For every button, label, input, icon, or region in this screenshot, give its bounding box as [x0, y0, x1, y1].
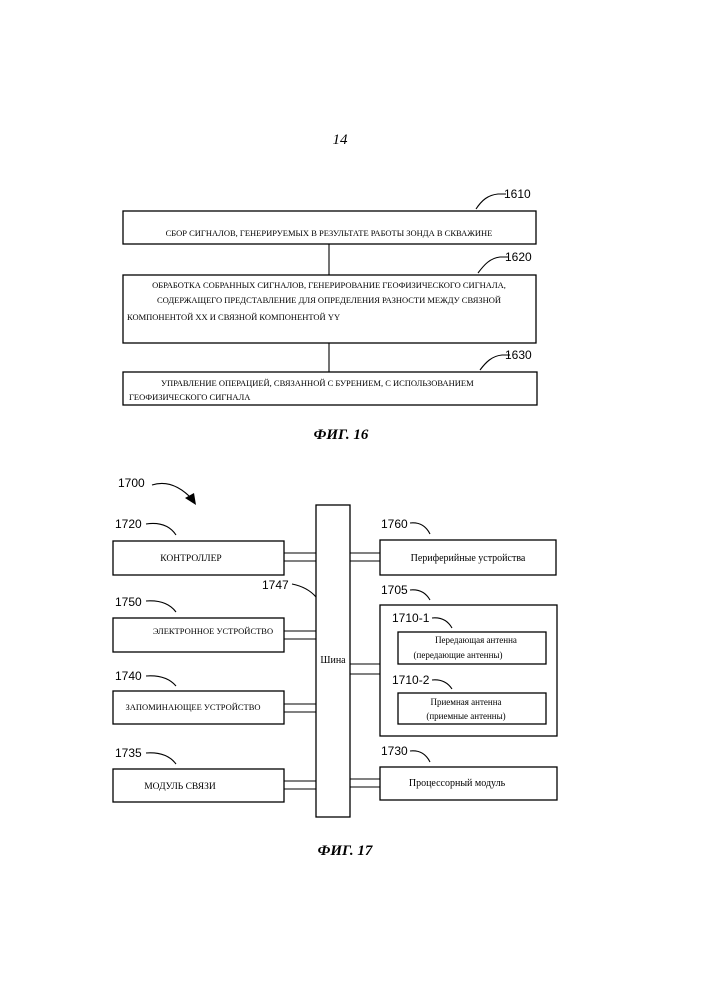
ref-label-1630: 1630	[505, 348, 532, 362]
antenna-receive-line-1: Приемная антенна	[430, 697, 501, 707]
fig16-caption: ФИГ. 16	[314, 427, 369, 443]
block-peripherals-label: Периферийные устройства	[411, 553, 526, 564]
ref-leader-1720	[146, 523, 176, 535]
ref-leader-1705	[410, 590, 430, 600]
ref-label-1620: 1620	[505, 250, 532, 264]
fig17-block-diagram: 1700 Шина 1747 КОНТРОЛЛЕР 1720 ЭЛЕКТРОНН…	[113, 476, 557, 859]
flow-step-1620-line-3: КОМПОНЕНТОЙ XX И СВЯЗНОЙ КОМПОНЕНТОЙ YY	[127, 312, 340, 322]
ref-leader-1620	[478, 257, 508, 273]
bus-label: Шина	[320, 655, 346, 666]
antenna-transmit-line-2: (передающие антенны)	[414, 650, 503, 660]
ref-label-1705: 1705	[381, 583, 408, 597]
fig17-caption: ФИГ. 17	[318, 843, 373, 859]
ref-leader-1610	[476, 194, 506, 209]
page-number: 14	[333, 132, 349, 148]
flow-step-1630-line-2: ГЕОФИЗИЧЕСКОГО СИГНАЛА	[129, 392, 251, 402]
ref-label-1760: 1760	[381, 517, 408, 531]
ref-label-1710-1: 1710-1	[392, 611, 430, 625]
ref-leader-1740	[146, 676, 176, 686]
block-comm-module: МОДУЛЬ СВЯЗИ 1735	[113, 746, 316, 802]
block-comm-module-label: МОДУЛЬ СВЯЗИ	[144, 782, 216, 792]
flow-step-1620-line-1: ОБРАБОТКА СОБРАННЫХ СИГНАЛОВ, ГЕНЕРИРОВА…	[152, 280, 506, 290]
ref-label-1710-2: 1710-2	[392, 673, 430, 687]
ref-label-1720: 1720	[115, 517, 142, 531]
antenna-receive-line-2: (приемные антенны)	[426, 711, 505, 721]
ref-label-1750: 1750	[115, 595, 142, 609]
ref-leader-1760	[410, 523, 430, 534]
ref-label-1730: 1730	[381, 744, 408, 758]
system-arrow-head	[185, 493, 196, 505]
ref-leader-1750	[146, 601, 176, 612]
block-controller: КОНТРОЛЛЕР 1720	[113, 517, 316, 575]
block-memory: ЗАПОМИНАЮЩЕЕ УСТРОЙСТВО 1740	[113, 669, 316, 724]
block-processor: Процессорный модуль 1730	[350, 744, 557, 800]
flow-step-1630: УПРАВЛЕНИЕ ОПЕРАЦИЕЙ, СВЯЗАННОЙ С БУРЕНИ…	[123, 348, 537, 405]
fig16-flowchart: СБОР СИГНАЛОВ, ГЕНЕРИРУЕМЫХ В РЕЗУЛЬТАТЕ…	[123, 187, 537, 443]
antenna-transmit-line-1: Передающая антенна	[435, 635, 517, 645]
ref-label-1700: 1700	[118, 476, 145, 490]
block-electronic-device: ЭЛЕКТРОННОЕ УСТРОЙСТВО 1750	[113, 595, 316, 652]
block-peripherals: Периферийные устройства 1760	[350, 517, 556, 575]
ref-leader-1730	[410, 751, 430, 762]
ref-label-1747: 1747	[262, 578, 289, 592]
ref-label-1610: 1610	[504, 187, 531, 201]
ref-leader-1747	[292, 584, 316, 597]
flow-step-1610: СБОР СИГНАЛОВ, ГЕНЕРИРУЕМЫХ В РЕЗУЛЬТАТЕ…	[123, 187, 536, 244]
block-processor-label: Процессорный модуль	[409, 778, 506, 789]
block-memory-label: ЗАПОМИНАЮЩЕЕ УСТРОЙСТВО	[125, 702, 260, 712]
ref-label-1735: 1735	[115, 746, 142, 760]
block-electronic-device-label: ЭЛЕКТРОННОЕ УСТРОЙСТВО	[153, 626, 273, 636]
ref-leader-1735	[146, 753, 176, 764]
block-controller-label: КОНТРОЛЛЕР	[160, 554, 221, 564]
flow-step-1630-line-1: УПРАВЛЕНИЕ ОПЕРАЦИЕЙ, СВЯЗАННОЙ С БУРЕНИ…	[161, 378, 474, 388]
flow-step-1620-line-2: СОДЕРЖАЩЕГО ПРЕДСТАВЛЕНИЕ ДЛЯ ОПРЕДЕЛЕНИ…	[157, 295, 501, 305]
antenna-group: 1705 Передающая антенна (передающие анте…	[350, 583, 557, 736]
flow-step-1610-text: СБОР СИГНАЛОВ, ГЕНЕРИРУЕМЫХ В РЕЗУЛЬТАТЕ…	[166, 228, 493, 238]
ref-label-1740: 1740	[115, 669, 142, 683]
